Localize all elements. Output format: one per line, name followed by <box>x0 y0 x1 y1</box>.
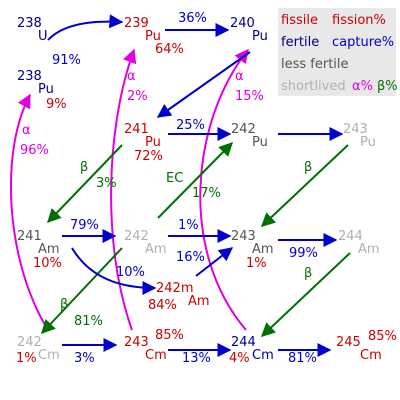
beta-arrow-pu243-am243 <box>260 144 349 227</box>
am242-mass: 242 <box>124 229 149 244</box>
label-cm243-pu239-alpha-pct: 2% <box>127 89 148 104</box>
am243-mass: 243 <box>231 229 256 244</box>
pu240-symbol: Pu <box>252 29 268 44</box>
am241-mass: 241 <box>17 229 42 244</box>
am241-symbol: Am <box>38 242 60 257</box>
cm245-mass: 245 <box>336 335 361 350</box>
label-am242m-am243-capture: 16% <box>176 250 205 265</box>
legend: fissile fission% fertile capture% less f… <box>278 8 398 96</box>
label-pu241-am241-beta-pct: 3% <box>96 176 117 191</box>
label-pu238-alpha: α <box>22 123 31 138</box>
label-cm243-cm244-capture: 13% <box>182 351 211 366</box>
cm243-symbol: Cm <box>145 348 167 363</box>
legend-capture-pct: capture% <box>332 35 394 50</box>
pu238-mass: 238 <box>17 69 42 84</box>
legend-alpha-pct: α% <box>352 79 373 94</box>
am242-symbol: Am <box>145 242 167 257</box>
u238-symbol: U <box>38 29 48 44</box>
label-am243-am244-capture: 99% <box>289 246 318 261</box>
beta-decay-arrows <box>41 142 351 337</box>
am243-fission: 1% <box>246 256 267 271</box>
cm242-symbol: Cm <box>38 348 60 363</box>
pu240-mass: 240 <box>230 16 255 31</box>
am244-mass: 244 <box>338 229 363 244</box>
alpha-arrow-cm242-pu238 <box>9 93 49 331</box>
pu243-symbol: Pu <box>360 135 376 150</box>
legend-less-fertile: less fertile <box>281 57 349 72</box>
label-am244-cm244-beta: β <box>304 266 312 281</box>
pu241-symbol: Pu <box>145 135 161 150</box>
pu243-mass: 243 <box>343 122 368 137</box>
cm244-mass: 244 <box>231 335 256 350</box>
pu238-symbol: Pu <box>38 82 54 97</box>
cm243-mass: 243 <box>124 335 149 350</box>
cm242-mass: 242 <box>17 335 42 350</box>
beta-arrow-am244-cm244 <box>260 252 351 337</box>
capture-arrow-pu240-pu241 <box>156 51 251 118</box>
cm243-fission: 85% <box>155 328 184 343</box>
label-pu239-pu240-capture: 36% <box>178 11 207 26</box>
pu238-fission: 9% <box>46 97 67 112</box>
label-am241-am242-capture: 79% <box>70 218 99 233</box>
am242m-mass: 242m <box>156 281 193 296</box>
capture-arrows <box>47 14 344 357</box>
label-cm244-cm245-capture: 81% <box>288 351 317 366</box>
label-pu243-am243-beta: β <box>304 160 312 175</box>
label-cm244-pu240-alpha: α <box>235 69 244 84</box>
legend-background <box>278 8 396 96</box>
capture-arrow-am241-am242m <box>71 247 157 295</box>
label-cm243-pu239-alpha: α <box>127 69 136 84</box>
ec-arrow-am242-pu242 <box>157 142 233 219</box>
pu241-fission: 72% <box>134 149 163 164</box>
label-u238-pu238-capture: 91% <box>52 53 81 68</box>
am244-symbol: Am <box>358 242 380 257</box>
am242m-fission: 84% <box>148 298 177 313</box>
legend-fission-pct: fission% <box>332 13 386 28</box>
alpha-decay-arrows <box>9 48 249 331</box>
label-am242-pu242-ec: EC <box>166 171 183 186</box>
pu239-mass: 239 <box>124 16 149 31</box>
am243-symbol: Am <box>252 242 274 257</box>
cm245-fission: 85% <box>368 329 397 344</box>
capture-arrow-am242m-am243 <box>195 247 234 277</box>
label-cm244-pu240-alpha-pct: 15% <box>235 89 264 104</box>
label-pu241-pu242-capture: 25% <box>176 118 205 133</box>
legend-fertile: fertile <box>281 35 319 50</box>
capture-arrow-u238-pu239 <box>47 14 124 41</box>
pu242-mass: 242 <box>231 122 256 137</box>
pu239-symbol: Pu <box>145 29 161 44</box>
label-am242-pu242-ec-pct: 17% <box>192 186 221 201</box>
pu241-mass: 241 <box>124 122 149 137</box>
label-pu241-am241-beta: β <box>80 160 88 175</box>
alpha-arrow-cm244-pu240 <box>199 48 249 331</box>
cm245-symbol: Cm <box>360 348 382 363</box>
label-am242-cm242-beta: β <box>60 297 68 312</box>
label-am242-am243-capture: 1% <box>178 218 199 233</box>
cm242-fission: 1% <box>16 351 37 366</box>
label-pu238-alpha-pct: 96% <box>20 143 49 158</box>
alpha-arrow-cm243-pu239 <box>110 48 137 331</box>
u238-mass: 238 <box>17 16 42 31</box>
label-am242-cm242-beta-pct: 81% <box>74 314 103 329</box>
legend-shortlived: shortlived <box>281 79 346 94</box>
cm244-symbol: Cm <box>252 348 274 363</box>
beta-arrow-pu241-am241 <box>47 144 123 224</box>
cm244-fission: 4% <box>229 351 250 366</box>
pu242-symbol: Pu <box>252 135 268 150</box>
transition-labels: 91% 36% 25% 79% 10% 1% 16% 99% 3% 13% 81… <box>20 11 318 366</box>
am242m-symbol: Am <box>188 294 210 309</box>
beta-arrow-am242-cm242 <box>41 247 123 335</box>
legend-beta-pct: β% <box>377 79 398 94</box>
pu239-fission: 64% <box>155 42 184 57</box>
legend-fissile: fissile <box>281 13 318 28</box>
am241-fission: 10% <box>33 256 62 271</box>
label-am241-am242m-capture: 10% <box>116 265 145 280</box>
label-cm242-cm243-capture: 3% <box>74 351 95 366</box>
nuclides: 238 U 238 Pu 9% 239 Pu 64% 240 Pu 241 Pu… <box>16 16 397 366</box>
